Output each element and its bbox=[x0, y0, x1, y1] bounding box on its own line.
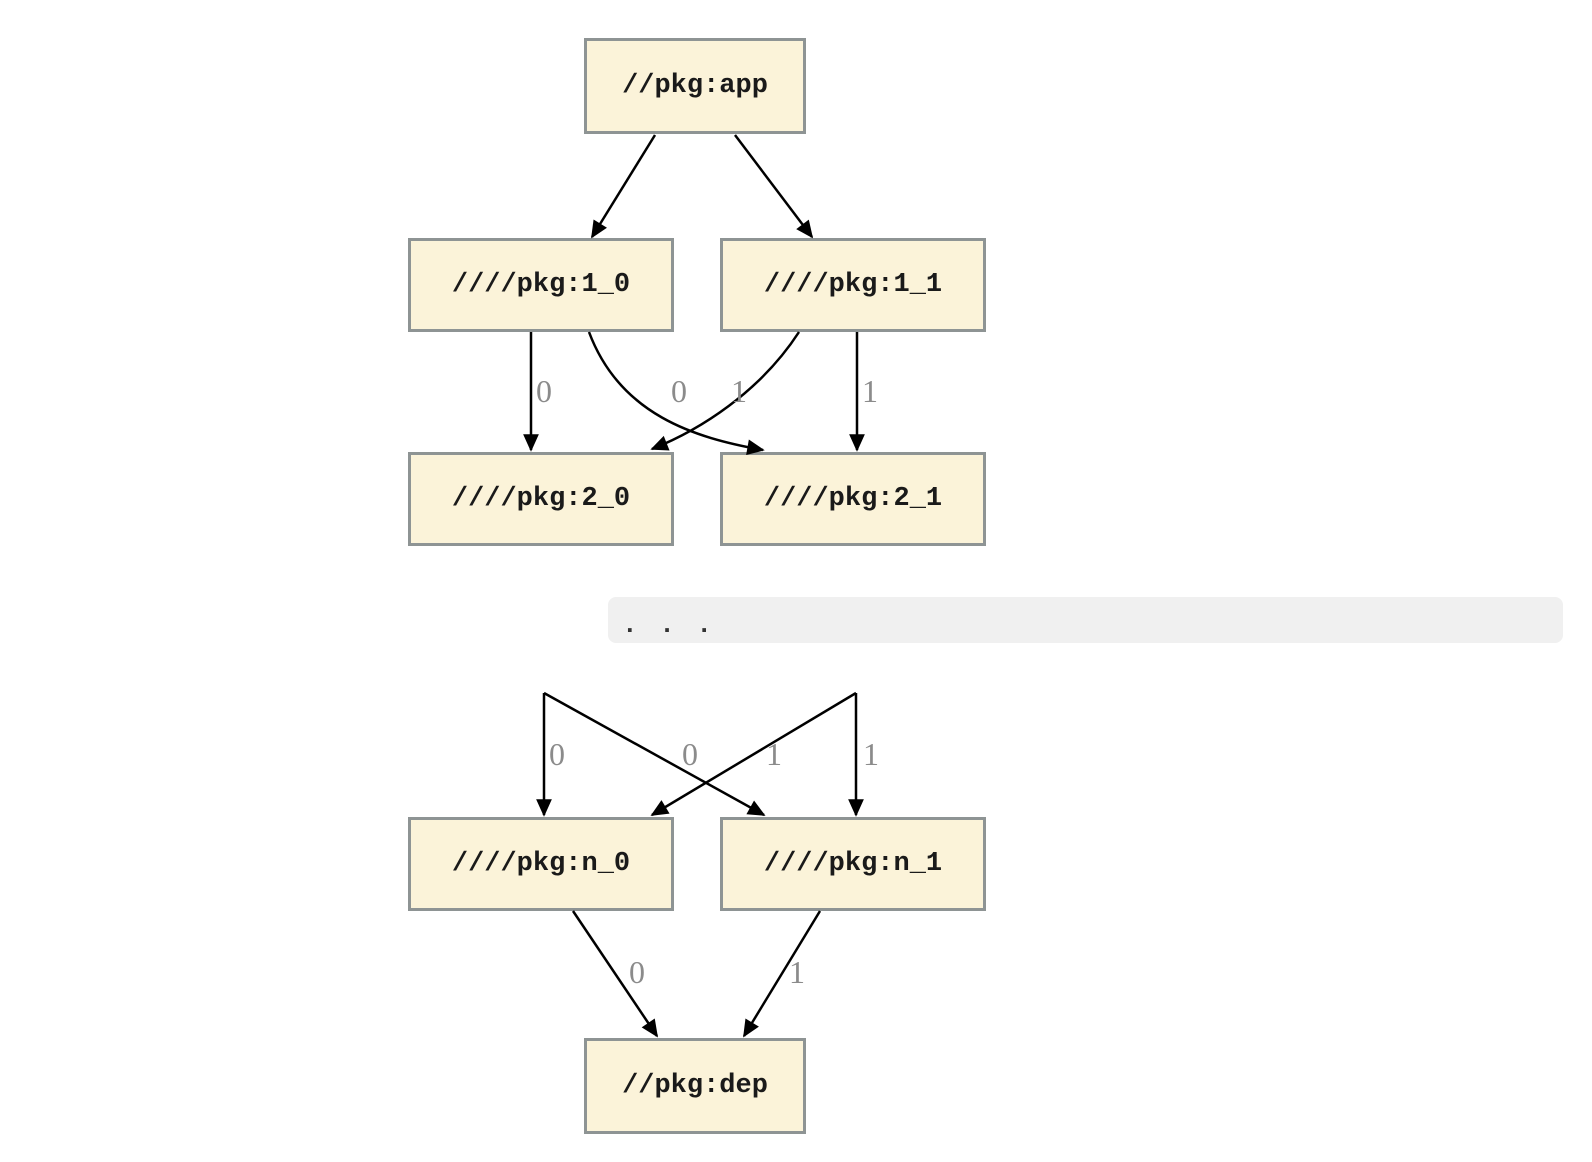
edge-label-n-0-to-dep: 0 bbox=[629, 954, 645, 990]
node-pkg-2-1: ////pkg:2_1 bbox=[720, 452, 986, 546]
edge-label-1-0-to-2-0: 0 bbox=[536, 373, 552, 409]
node-label: ////pkg:n_1 bbox=[763, 849, 943, 879]
node-label: //pkg:app bbox=[622, 71, 768, 101]
edge-label-1-1-to-2-0: 1 bbox=[731, 373, 747, 409]
edge-n-1-to-dep bbox=[742, 910, 822, 1038]
node-pkg-dep: //pkg:dep bbox=[584, 1038, 806, 1134]
node-label: ////pkg:2_0 bbox=[451, 484, 631, 514]
node-pkg-n-0: ////pkg:n_0 bbox=[408, 817, 674, 911]
node-label: ////pkg:2_1 bbox=[763, 484, 943, 514]
edge-label-n-1-to-dep: 1 bbox=[789, 954, 805, 990]
node-label: ////pkg:n_0 bbox=[451, 849, 631, 879]
edge-label-cont-to-n-0: 0 bbox=[549, 736, 565, 772]
node-label: ////pkg:1_0 bbox=[451, 270, 631, 300]
edge-label-1-1-to-2-1: 1 bbox=[862, 373, 878, 409]
edge-app-to-1-0 bbox=[590, 134, 657, 239]
edge-label-cont-to-n-1: 0 bbox=[682, 736, 698, 772]
edge-1-1-to-2-0 bbox=[650, 331, 801, 451]
edge-app-to-1-1 bbox=[734, 134, 814, 239]
edge-label-1-0-to-2-1: 0 bbox=[671, 373, 687, 409]
edge-n-0-to-dep bbox=[571, 910, 659, 1038]
edge-cont-to-n-1 bbox=[543, 691, 766, 817]
edge-1-0-to-2-1 bbox=[587, 331, 765, 456]
node-pkg-1-0: ////pkg:1_0 bbox=[408, 238, 674, 332]
node-pkg-n-1: ////pkg:n_1 bbox=[720, 817, 986, 911]
edge-label-cont-right-to-n-0: 1 bbox=[766, 736, 782, 772]
node-label: ////pkg:1_1 bbox=[763, 270, 943, 300]
edge-cont-right-to-n-0 bbox=[650, 691, 857, 817]
ellipsis-text: . . . bbox=[622, 610, 716, 640]
node-pkg-2-0: ////pkg:2_0 bbox=[408, 452, 674, 546]
node-pkg-app: //pkg:app bbox=[584, 38, 806, 134]
ellipsis-band: . . . bbox=[608, 597, 1563, 643]
node-pkg-1-1: ////pkg:1_1 bbox=[720, 238, 986, 332]
edge-label-cont-right-to-n-1: 1 bbox=[863, 736, 879, 772]
node-label: //pkg:dep bbox=[622, 1071, 768, 1101]
